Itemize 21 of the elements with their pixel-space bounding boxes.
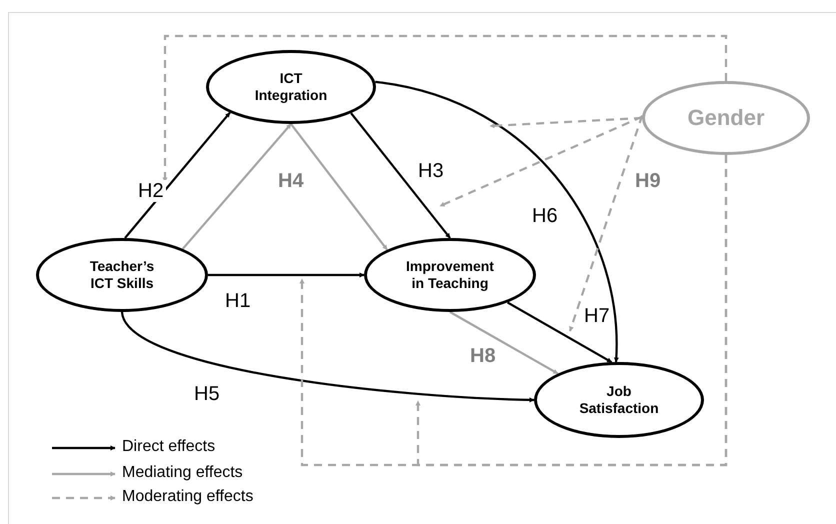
node-label: Teacher’s ICT Skills (88, 258, 156, 292)
node-label: Gender (687, 104, 765, 132)
arrow (507, 302, 612, 364)
legend-label: Direct effects (122, 438, 216, 456)
legend-label: Moderating effects (122, 488, 254, 506)
arrow (290, 123, 388, 250)
arrow (374, 80, 619, 363)
node-label: ICT Integration (254, 70, 328, 104)
arrow (121, 312, 534, 402)
dashed-arrow (162, 34, 728, 182)
dashed-arrow (440, 116, 642, 207)
dashed-arrow (568, 115, 644, 332)
node-label: Improvement in Teaching (405, 258, 495, 292)
dashed-arrow (416, 155, 728, 466)
arrow (208, 272, 364, 278)
node-label: Job Satisfaction (578, 383, 660, 417)
arrow (350, 112, 451, 239)
arrow (124, 112, 231, 239)
arrow (449, 311, 558, 375)
legend-label: Mediating effects (122, 464, 243, 482)
arrow (182, 123, 292, 250)
